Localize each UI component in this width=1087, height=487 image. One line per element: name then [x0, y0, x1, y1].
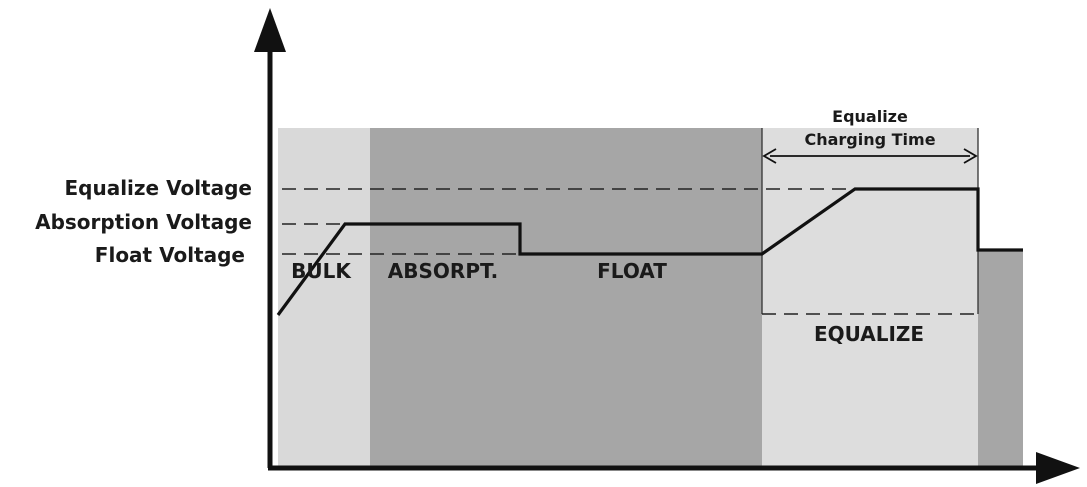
- equalize-time-label-line2: Charging Time: [804, 130, 935, 149]
- bulk-zone: [278, 128, 370, 468]
- bulk-stage-label: BULK: [291, 259, 352, 283]
- y-axis-arrowhead: [254, 8, 286, 52]
- x-axis-arrowhead: [1036, 452, 1080, 484]
- post-equalize-zone: [978, 250, 1023, 468]
- voltage-curve: [276, 187, 1023, 316]
- charging-time-arrow-right-head: [963, 148, 978, 164]
- charging-time-arrow-left-head: [762, 148, 777, 164]
- equalize-time-label-line1: Equalize: [832, 107, 908, 126]
- equalize-stage-label: EQUALIZE: [814, 322, 924, 346]
- absorption-stage-label: ABSORPT.: [388, 259, 498, 283]
- equalize-zone: [762, 128, 978, 468]
- equalize-voltage-label: Equalize Voltage: [64, 176, 252, 200]
- absorption-float-zone: [370, 128, 762, 468]
- float-voltage-label: Float Voltage: [95, 243, 245, 267]
- absorption-voltage-label: Absorption Voltage: [35, 210, 252, 234]
- float-stage-label: FLOAT: [597, 259, 667, 283]
